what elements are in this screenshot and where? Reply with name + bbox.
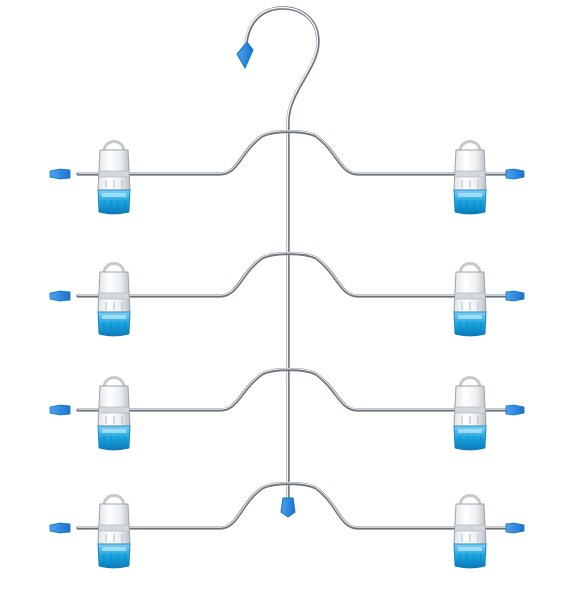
clip-spring (102, 376, 126, 389)
clip-slot (98, 170, 130, 178)
tier-rod-4 (76, 481, 518, 530)
clip-icon (453, 376, 487, 451)
end-cap-icon (49, 404, 71, 416)
clip-jaw-highlight (458, 315, 482, 319)
hook-wire-highlight (244, 6, 319, 501)
end-cap-icon (49, 168, 71, 180)
clip-spring (458, 140, 482, 153)
clip-icon (97, 494, 131, 569)
clip-slot (98, 406, 130, 414)
clip-icon (97, 376, 131, 451)
end-cap-icon (505, 404, 525, 416)
clip-jaw-highlight (102, 315, 126, 319)
tier-rod-highlight-1 (77, 130, 517, 174)
clip-slot (454, 170, 486, 178)
clip-icon (97, 140, 131, 215)
clip-slot (98, 292, 130, 300)
clip-jaw-highlight (458, 193, 482, 197)
clip-slot (454, 292, 486, 300)
tier-rod-1 (76, 129, 518, 176)
tier-rod-highlight-4 (77, 482, 517, 528)
clip-slot (454, 524, 486, 532)
clip-slot (98, 524, 130, 532)
end-cap-icon (505, 290, 525, 302)
clip-jaw-highlight (102, 547, 126, 551)
clip-spring (458, 494, 482, 507)
end-cap-icon (49, 522, 71, 534)
end-cap-icon (505, 168, 525, 180)
clip-spring (102, 262, 126, 275)
clip-spring (102, 494, 126, 507)
shaft-end-cap-icon (280, 497, 296, 518)
clip-jaw-highlight (458, 547, 482, 551)
end-cap-icon (49, 290, 71, 302)
clip-spring (458, 262, 482, 275)
tier-rod-highlight-3 (77, 368, 517, 410)
clip-jaw-highlight (102, 429, 126, 433)
clip-spring (458, 376, 482, 389)
clip-icon (453, 262, 487, 337)
tier-rod-3 (76, 367, 518, 412)
tier-rod-2 (76, 251, 518, 298)
clip-icon (453, 140, 487, 215)
clip-spring (102, 140, 126, 153)
end-cap-icon (505, 522, 525, 534)
clip-slot (454, 406, 486, 414)
clip-icon (97, 262, 131, 337)
clip-icon (453, 494, 487, 569)
tier-rod-highlight-2 (77, 252, 517, 296)
clip-jaw-highlight (102, 193, 126, 197)
clip-jaw-highlight (458, 429, 482, 433)
hook-icon (236, 41, 254, 70)
